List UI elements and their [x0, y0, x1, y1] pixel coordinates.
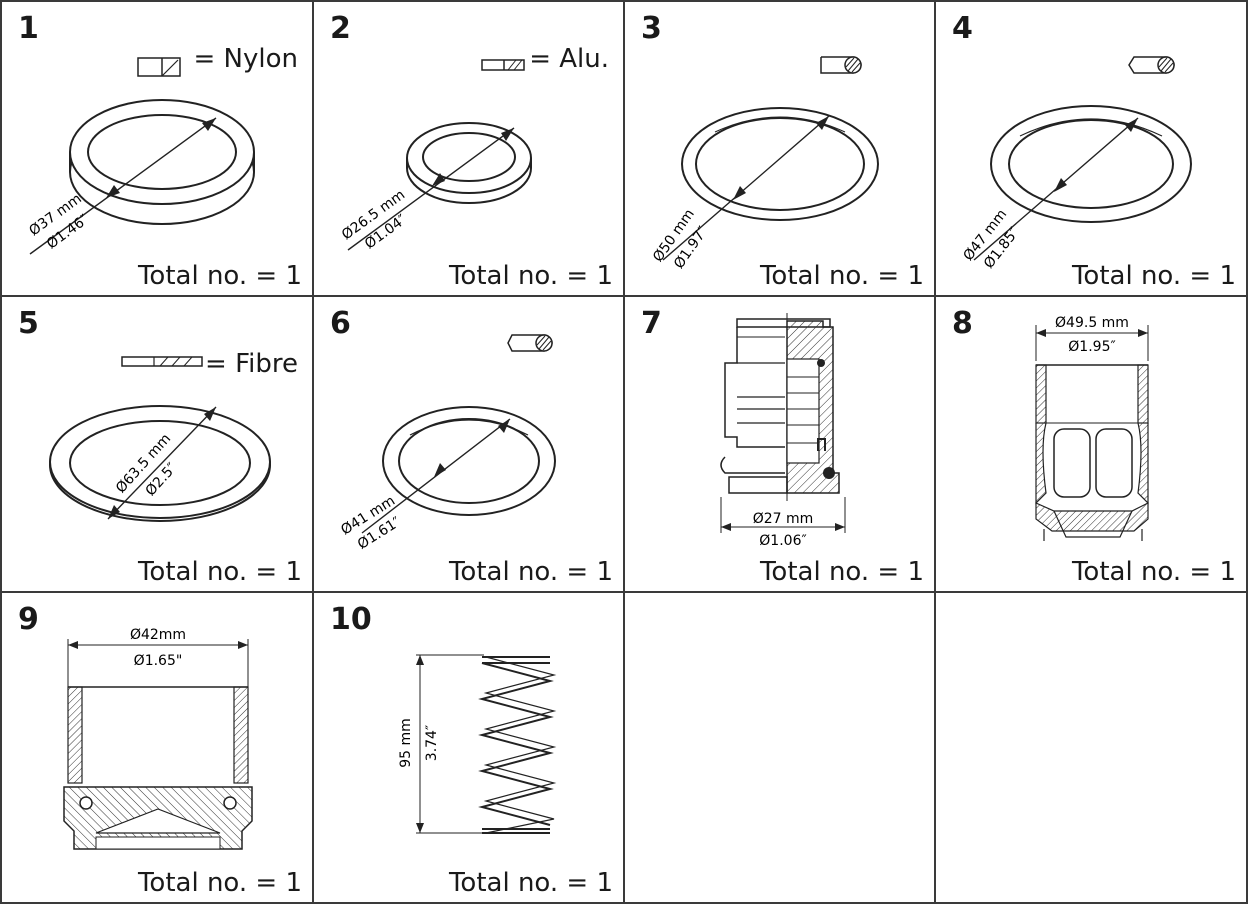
part-number: 2	[330, 11, 351, 46]
total-count: Total no. = 1	[137, 557, 302, 587]
o-ring-drawing: Ø41 mm Ø1.61″	[338, 334, 556, 553]
part-number: 6	[330, 306, 351, 341]
total-count: Total no. = 1	[448, 868, 613, 898]
o-ring-drawing: Ø50 mm Ø1.97″	[650, 56, 879, 272]
part-cell-2: 2 Ø26.5 mm Ø1.04″ = Alu. Total no. = 1	[314, 0, 625, 297]
total-count: Total no. = 1	[448, 557, 613, 587]
aluminium-washer-drawing: Ø26.5 mm Ø1.04″	[339, 59, 532, 252]
total-count: Total no. = 1	[1071, 557, 1236, 587]
valve-insert-drawing: Ø27 mm Ø1.06″	[720, 313, 846, 549]
sleeve-drawing: Ø49.5 mm Ø1.95″	[1035, 315, 1149, 541]
fibre-washer-drawing: Ø63.5 mm Ø2.5″	[49, 356, 271, 522]
empty-cell-11	[625, 593, 936, 904]
material-legend: = Fibre	[205, 349, 298, 379]
diameter-mm-label: Ø42mm	[130, 627, 186, 643]
o-ring-drawing: Ø47 mm Ø1.85″	[960, 56, 1192, 272]
spring-drawing: 95 mm 3.74″	[398, 654, 557, 834]
o-ring-section-icon	[820, 56, 862, 74]
part-cell-8: 8 Ø49.5 mm Ø1.95″	[936, 297, 1248, 593]
diameter-mm-label: Ø49.5 mm	[1055, 315, 1129, 331]
total-count: Total no. = 1	[759, 557, 924, 587]
part-cell-1: 1 Ø37 mm Ø1.46″ = Nylon Total no. = 1	[0, 0, 314, 297]
length-mm-label: 95 mm	[398, 718, 414, 768]
total-count: Total no. = 1	[137, 261, 302, 291]
o-ring-section-icon	[1128, 56, 1175, 74]
valve-seat-drawing: Ø42mm Ø1.65"	[63, 627, 253, 850]
fibre-legend-icon	[121, 356, 203, 367]
part-cell-10: 10 95 mm 3.74″ Total no. = 1	[314, 593, 625, 904]
material-legend: = Nylon	[193, 44, 299, 74]
part-number: 7	[641, 306, 662, 341]
part-number: 4	[952, 11, 973, 46]
empty-cell-12	[936, 593, 1248, 904]
aluminium-legend-icon	[481, 59, 525, 71]
part-number: 9	[18, 602, 39, 637]
nylon-washer-drawing: Ø37 mm Ø1.46″	[26, 57, 255, 255]
diameter-inch-label: Ø1.65"	[134, 653, 183, 669]
part-number: 10	[330, 602, 372, 637]
total-count: Total no. = 1	[1071, 261, 1236, 291]
part-cell-5: 5 Ø63.5 mm Ø2.5″ = Fibre Total no. = 1	[0, 297, 314, 593]
diameter-mm-label: Ø27 mm	[753, 511, 814, 527]
part-number: 8	[952, 306, 973, 341]
total-count: Total no. = 1	[137, 868, 302, 898]
part-cell-9: 9 Ø42mm Ø1.65"	[0, 593, 314, 904]
part-cell-4: 4 Ø47 mm Ø1.85″ Total no. = 1	[936, 0, 1248, 297]
part-cell-6: 6 Ø41 mm Ø1.61″ Total no. = 1	[314, 297, 625, 593]
total-count: Total no. = 1	[448, 261, 613, 291]
part-cell-7: 7	[625, 297, 936, 593]
diameter-inch-label: Ø1.06″	[759, 533, 806, 549]
part-number: 1	[18, 11, 39, 46]
material-legend: = Alu.	[529, 44, 609, 74]
nylon-legend-icon	[137, 57, 181, 77]
o-ring-section-icon	[507, 334, 553, 352]
part-cell-3: 3 Ø50 mm Ø1.97″ Total no. = 1	[625, 0, 936, 297]
length-inch-label: 3.74″	[424, 725, 440, 761]
total-count: Total no. = 1	[759, 261, 924, 291]
part-number: 5	[18, 306, 39, 341]
part-number: 3	[641, 11, 662, 46]
diameter-inch-label: Ø1.95″	[1068, 339, 1115, 355]
